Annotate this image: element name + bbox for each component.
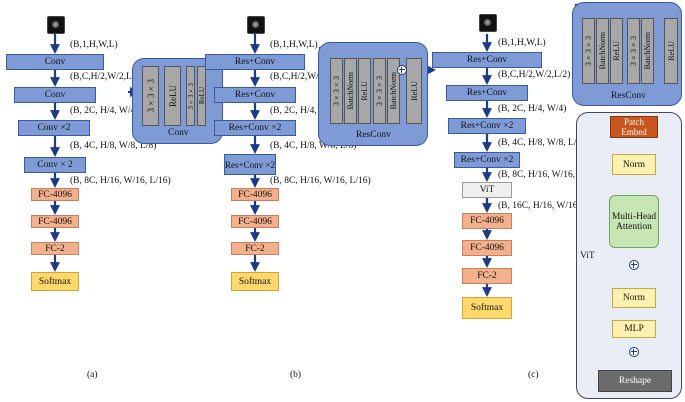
shape-label-4: (B, 8C, H/16, W/16, L/16)	[70, 176, 171, 186]
resconv-small-bar-1: 3×3×3	[582, 18, 595, 84]
patch-embed: Patch Embed	[610, 116, 658, 138]
fc-4096-2: FC-4096	[31, 215, 79, 228]
conv-block-3: Conv ×2	[18, 120, 90, 136]
vit-add-icon-1	[629, 260, 639, 270]
resconv-bar-1: 3×3×3	[330, 58, 343, 124]
shape-label-b4: (B, 8C, H/16, W/16, L/16)	[270, 176, 371, 186]
reshape: Reshape	[598, 370, 672, 392]
fc-2-b: FC-2	[231, 242, 279, 255]
res-conv-block-c3: Res+Conv ×2	[448, 118, 526, 134]
res-conv-block-c1: Res+Conv	[432, 52, 542, 68]
resconv-bar-6: ReLU	[406, 58, 422, 124]
conv-block-2: Conv	[14, 87, 96, 103]
res-conv-block-c4: Res+Conv ×2	[454, 152, 520, 168]
input-volume-icon-c	[479, 14, 497, 32]
resconv-detail-title: ResConv	[356, 130, 391, 140]
norm-2: Norm	[612, 288, 656, 308]
resconv-small-bar-2: BatchNorm	[596, 18, 609, 84]
shape-label-b2: (B, 2C, H/4, W/4)	[270, 106, 339, 116]
vit-add-icon-2	[629, 347, 639, 357]
shape-label-1: (B,C,H/2,W/2,L/2)	[70, 72, 143, 82]
shape-label-c3: (B, 4C, H/8, W/8, L/8)	[498, 138, 585, 148]
input-shape-label-c: (B,1,H,W,L)	[498, 38, 546, 48]
res-conv-block-c2: Res+Conv	[446, 85, 528, 101]
shape-label-b3: (B, 4C, H/8, W/8, L/8)	[270, 141, 357, 151]
softmax: Softmax	[31, 272, 79, 291]
multi-head-attention: Multi-Head Attention	[609, 195, 659, 248]
caption-c: (c)	[528, 370, 539, 380]
shape-label-2: (B, 2C, H/4, W/4)	[70, 106, 139, 116]
vit-block: ViT	[462, 182, 512, 198]
res-conv-block-4: Res+Conv ×2	[224, 154, 276, 175]
conv-detail-bar-2: ReLU	[164, 66, 181, 126]
resconv-small-bar-5: BatchNorm	[641, 18, 654, 84]
conv-detail-bar-3: 3×3×3	[186, 66, 195, 126]
input-shape-label: (B,1,H,W,L)	[70, 40, 118, 50]
resconv-small-bar-3: ReLU	[610, 18, 623, 84]
fc-2: FC-2	[31, 242, 79, 255]
resconv-small-bar-4: 3×3×3	[627, 18, 640, 84]
fc-4096-b2: FC-4096	[231, 215, 279, 228]
fc-4096-1: FC-4096	[31, 188, 79, 201]
conv-detail-bar-1: 3×3×3	[142, 66, 159, 126]
conv-block-1: Conv	[6, 54, 104, 70]
softmax-b: Softmax	[231, 272, 279, 291]
fc-4096-c2: FC-4096	[462, 240, 512, 256]
conv-detail-bar-4: ReLU	[197, 66, 206, 126]
shape-label-3: (B, 4C, H/8, W/8, L/8)	[70, 141, 157, 151]
resconv-bar-2: BatchNorm	[344, 58, 357, 124]
fc-2-c: FC-2	[462, 268, 512, 284]
norm-1: Norm	[612, 154, 656, 175]
res-conv-block-1: Res+Conv	[205, 54, 305, 70]
input-volume-icon	[47, 16, 65, 34]
caption-b: (b)	[290, 370, 302, 380]
shape-label-c1: (B,C,H/2,W/2,L/2)	[498, 70, 571, 80]
resconv-bar-5: BatchNorm	[387, 58, 400, 124]
mlp: MLP	[612, 320, 656, 338]
resconv-small-bar-6: ReLU	[664, 18, 678, 84]
resconv-add-icon	[397, 65, 407, 75]
shape-label-c5: (B, 16C, H/16, W/16, L/16)	[498, 201, 604, 211]
conv-detail-title: Conv	[168, 128, 189, 138]
resconv-bar-3: ReLU	[358, 58, 371, 124]
resconv-small-title: ResConv	[611, 91, 646, 101]
fc-4096-c1: FC-4096	[462, 213, 512, 229]
input-volume-icon-b	[247, 16, 265, 34]
shape-label-c2: (B, 2C, H/4, W/4)	[498, 104, 567, 114]
shape-label-c4: (B, 8C, H/16, W/16, L/16)	[498, 170, 599, 180]
vit-side-label: ViT	[580, 251, 595, 261]
resconv-bar-4: 3×3×3	[373, 58, 386, 124]
shape-label-b1: (B,C,H/2,W/2,L/2)	[270, 72, 343, 82]
input-shape-label-b: (B,1,H,W,L)	[270, 40, 318, 50]
res-conv-block-2: Res+Conv	[214, 87, 296, 103]
conv-block-4: Conv × 2	[24, 157, 86, 173]
res-conv-block-3: Res+Conv ×2	[214, 120, 296, 136]
caption-a: (a)	[87, 370, 98, 380]
fc-4096-b1: FC-4096	[231, 188, 279, 201]
softmax-c: Softmax	[462, 297, 512, 319]
